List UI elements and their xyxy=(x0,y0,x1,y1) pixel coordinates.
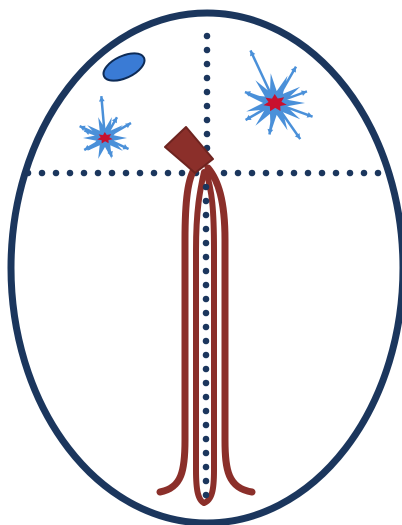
axis-dot xyxy=(53,170,60,177)
axis-dot xyxy=(333,170,340,177)
axis-dot xyxy=(203,492,210,499)
axis-dot xyxy=(203,282,210,289)
starburst-large-marker xyxy=(245,50,313,139)
axis-dot xyxy=(221,170,228,177)
axis-dot xyxy=(204,117,211,124)
axis-dot xyxy=(375,170,382,177)
catheter-loop-left-strand xyxy=(160,168,195,492)
axis-dot xyxy=(204,61,211,68)
axis-dot xyxy=(109,170,116,177)
axis-dot xyxy=(179,170,186,177)
axis-dot xyxy=(235,170,242,177)
starburst-small-marker xyxy=(80,96,131,159)
axis-dot xyxy=(347,170,354,177)
axis-dot xyxy=(263,170,270,177)
axis-dot xyxy=(25,170,32,177)
axis-dot xyxy=(204,47,211,54)
axis-dot xyxy=(203,394,210,401)
axis-dot xyxy=(203,324,210,331)
axis-dot xyxy=(203,226,210,233)
axis-dot xyxy=(203,436,210,443)
oval-blob-marker xyxy=(99,48,148,87)
axis-dot xyxy=(137,170,144,177)
axis-dot xyxy=(203,198,210,205)
axis-dot xyxy=(203,212,210,219)
axis-dot xyxy=(204,103,211,110)
axis-dot xyxy=(39,170,46,177)
axis-dot xyxy=(319,170,326,177)
axis-dot xyxy=(305,170,312,177)
axis-dot xyxy=(291,170,298,177)
axis-dot xyxy=(361,170,368,177)
axis-dot xyxy=(203,338,210,345)
axis-dot xyxy=(203,352,210,359)
vertical-dotted-axis-top xyxy=(204,33,211,152)
axis-dot xyxy=(203,184,210,191)
axis-dot xyxy=(203,478,210,485)
axis-dot xyxy=(203,254,210,261)
axis-dot xyxy=(204,89,211,96)
axis-dot xyxy=(203,366,210,373)
axis-dot xyxy=(151,170,158,177)
vertical-dotted-axis-bottom xyxy=(203,184,210,499)
axis-dot xyxy=(203,464,210,471)
axis-dot xyxy=(203,240,210,247)
axis-dot xyxy=(277,170,284,177)
axis-dot xyxy=(203,422,210,429)
axis-dot xyxy=(203,268,210,275)
axis-dot xyxy=(203,380,210,387)
axis-dot xyxy=(165,170,172,177)
axis-dot xyxy=(204,33,211,40)
axis-dot xyxy=(203,310,210,317)
starburst-arrow-head xyxy=(99,96,105,101)
axis-dot xyxy=(81,170,88,177)
axis-dot xyxy=(204,75,211,82)
axis-dot xyxy=(249,170,256,177)
axis-dot xyxy=(203,450,210,457)
axis-dot xyxy=(123,170,130,177)
axis-dot xyxy=(203,296,210,303)
axis-dot xyxy=(204,131,211,138)
axis-dot xyxy=(67,170,74,177)
axis-dot xyxy=(95,170,102,177)
axis-dot xyxy=(203,408,210,415)
